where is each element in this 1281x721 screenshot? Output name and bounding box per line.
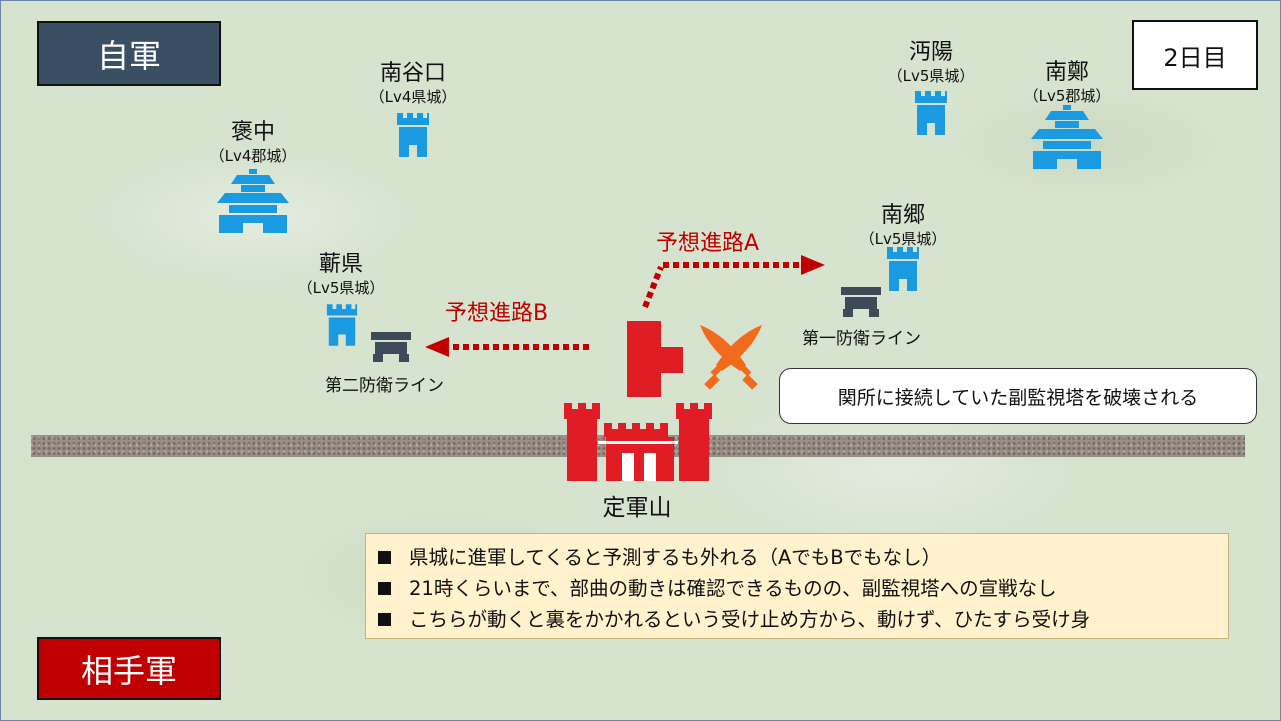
route-a-arrowhead	[801, 255, 825, 275]
route-b-label: 予想進路B	[445, 301, 549, 326]
fortress-icon	[564, 403, 712, 481]
tower-icon	[915, 91, 947, 135]
city-name-nangou: 南郷	[880, 203, 926, 228]
event-callout: 関所に接続していた副監視塔を破壊される	[779, 368, 1257, 424]
city-level-nangou: （Lv5県城）	[859, 230, 947, 248]
city-level-nantei: （Lv5郡城）	[1023, 87, 1111, 105]
notes-box: 県城に進軍してくると予測するも外れる（AでもBでもなし） 21時くらいまで、部曲…	[365, 533, 1229, 639]
city-level-kiken: （Lv5県城）	[297, 279, 385, 297]
city-name-kiken: 蘄県	[318, 252, 364, 277]
enemy-army-label: 相手軍	[37, 637, 221, 700]
note-item: 県城に進軍してくると予測するも外れる（AでもBでもなし）	[378, 542, 1228, 573]
tower-icon	[887, 247, 919, 291]
palace-icon	[217, 169, 289, 233]
own-army-label: 自軍	[37, 21, 221, 86]
city-name-nankokou: 南谷口	[379, 61, 447, 86]
enemy-gate-icon	[627, 321, 683, 397]
day-counter: 2日目	[1132, 20, 1258, 90]
route-a-label: 予想進路A	[656, 231, 760, 256]
route-arrows	[425, 255, 825, 357]
city-name-benyou: 沔陽	[908, 40, 954, 65]
watchtower-icon	[841, 287, 881, 317]
palace-icon	[1031, 105, 1103, 169]
tower-icon	[326, 304, 358, 346]
city-name-nantei: 南鄭	[1044, 60, 1090, 85]
crossed-swords-icon	[700, 325, 762, 390]
second-defense-line-label: 第二防衛ライン	[325, 376, 444, 396]
bullet-icon	[378, 551, 391, 564]
bullet-icon	[378, 613, 391, 626]
castle-name: 定軍山	[602, 495, 672, 521]
bullet-icon	[378, 582, 391, 595]
city-level-nankokou: （Lv4県城）	[369, 88, 457, 106]
note-item: 21時くらいまで、部曲の動きは確認できるものの、副監視塔への宣戦なし	[378, 573, 1228, 604]
city-level-houchuu: （Lv4郡城）	[209, 147, 297, 165]
tower-icon	[397, 113, 429, 157]
city-name-houchuu: 褒中	[230, 120, 276, 145]
city-level-benyou: （Lv5県城）	[887, 67, 975, 85]
first-defense-line-label: 第一防衛ライン	[802, 329, 921, 349]
note-item: こちらが動くと裏をかかれるという受け止め方から、動けず、ひたすら受け身	[378, 604, 1228, 635]
watchtower-icon	[371, 332, 411, 362]
route-b-arrowhead	[425, 337, 449, 357]
